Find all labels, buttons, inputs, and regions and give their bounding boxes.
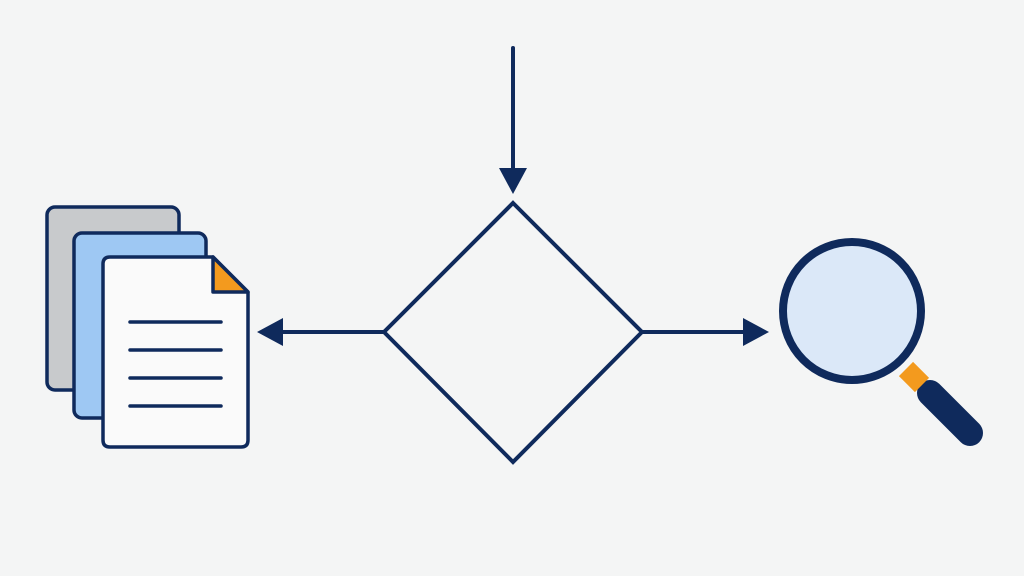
magnifier-ferrule [898, 361, 930, 393]
document-dog-ear [211, 255, 250, 294]
incoming-arrow [499, 46, 527, 194]
arrow-to-documents [257, 318, 384, 346]
decision-diamond [381, 200, 645, 465]
magnifying-glass-icon [779, 238, 983, 446]
arrow-to-search [642, 318, 769, 346]
magnifier-lens [779, 238, 925, 384]
stacked-documents-icon [45, 205, 250, 449]
magnifier-handle [917, 380, 983, 446]
document-front-page [101, 255, 250, 449]
